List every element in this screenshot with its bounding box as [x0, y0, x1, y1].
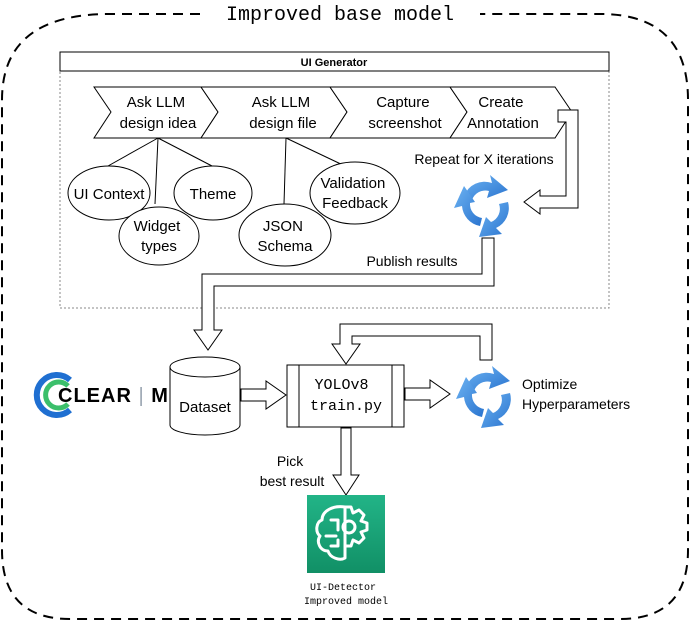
validation-feedback-line-2: Feedback [322, 195, 388, 212]
step-1-line-2: design idea [120, 115, 197, 132]
pick-best-arrow [332, 427, 360, 496]
step-1-line-1: Ask LLM [127, 94, 185, 111]
theme-label: Theme [190, 186, 237, 203]
clearml-text-left: CLEAR [58, 385, 132, 407]
step-2-line-2: design file [249, 115, 317, 132]
clearml-logo-mark [33, 372, 72, 418]
ui-context-node [67, 165, 151, 221]
design-file-connectors [283, 137, 346, 205]
clearml-logo: CLEAR | ML [33, 372, 182, 418]
gear-outline [343, 505, 369, 548]
dataset-cylinder [169, 356, 241, 436]
ui-generator-header [59, 51, 610, 72]
optimize-feedback-arrow [331, 323, 493, 365]
process-line-1: YOLOv8 [314, 377, 368, 394]
publish-arrow [193, 237, 495, 351]
svg-text:Pick best result: Pick best result [260, 453, 325, 489]
svg-text:Create Annotation: Create Annotation [467, 94, 539, 132]
svg-text:UI-Detector Improved model: UI-Detector Improved model [304, 583, 388, 608]
svg-text:JSON Schema: JSON Schema [257, 218, 313, 255]
svg-text:Ask LLM design file: Ask LLM design file [249, 94, 317, 132]
loop-back-arrow [523, 109, 579, 215]
outer-dashed-border [0, 13, 689, 620]
json-schema-line-1: JSON [263, 218, 303, 235]
brain-circuit [324, 518, 340, 548]
validation-feedback-line-1: Validation [321, 175, 386, 192]
validation-feedback-node [309, 161, 401, 225]
clearml-divider: | [132, 385, 151, 407]
step-3-line-2: screenshot [368, 115, 442, 132]
widget-types-line-2: types [141, 238, 177, 255]
step-3-line-1: Capture [376, 94, 429, 111]
pick-line-1: Pick [277, 453, 304, 469]
theme-node [173, 165, 253, 221]
optimize-line-1: Optimize [522, 376, 577, 392]
gear-center [341, 519, 357, 535]
clearml-logo-mark-green [43, 379, 70, 411]
optimize-cycle-icon [456, 366, 511, 428]
ui-generator-container [59, 51, 610, 309]
json-schema-node [238, 203, 332, 267]
dataset-label: Dataset [179, 399, 232, 416]
train-to-optimize-arrow [404, 379, 451, 409]
ui-generator-label: UI Generator [301, 57, 368, 69]
clearml-logo-text: CLEAR | ML [58, 385, 182, 407]
svg-text:Optimize Hyperparameters: Optimize Hyperparameters [522, 376, 630, 412]
svg-text:Widget types: Widget types [134, 218, 185, 255]
step-4-line-1: Create [478, 94, 523, 111]
output-line-1: UI-Detector [310, 583, 376, 594]
step-4-line-2: Annotation [467, 115, 539, 132]
ui-context-label: UI Context [74, 186, 146, 203]
brain-outline [315, 505, 347, 561]
widget-types-line-1: Widget [134, 218, 182, 235]
publish-label: Publish results [366, 253, 457, 269]
step-2-line-1: Ask LLM [252, 94, 310, 111]
step-create-annotation [449, 86, 573, 139]
optimize-line-2: Hyperparameters [522, 396, 630, 412]
diagram-title: Improved base model [226, 4, 454, 27]
svg-text:Capture screenshot: Capture screenshot [368, 94, 442, 132]
dataset-to-train-arrow [240, 380, 287, 410]
train-process-box [286, 364, 405, 428]
svg-text:Validation Feedback: Validation Feedback [321, 175, 390, 212]
json-schema-line-2: Schema [257, 238, 313, 255]
ui-detector-icon [307, 495, 385, 573]
output-line-2: Improved model [304, 596, 388, 608]
svg-text:YOLOv8 train.py: YOLOv8 train.py [310, 377, 382, 415]
widget-types-node [118, 206, 200, 266]
pick-line-2: best result [260, 473, 325, 489]
svg-text:Ask LLM design idea: Ask LLM design idea [120, 94, 197, 132]
process-line-2: train.py [310, 398, 382, 415]
repeat-cycle-icon [454, 175, 509, 237]
repeat-label: Repeat for X iterations [414, 151, 553, 167]
design-idea-connectors [107, 137, 213, 205]
